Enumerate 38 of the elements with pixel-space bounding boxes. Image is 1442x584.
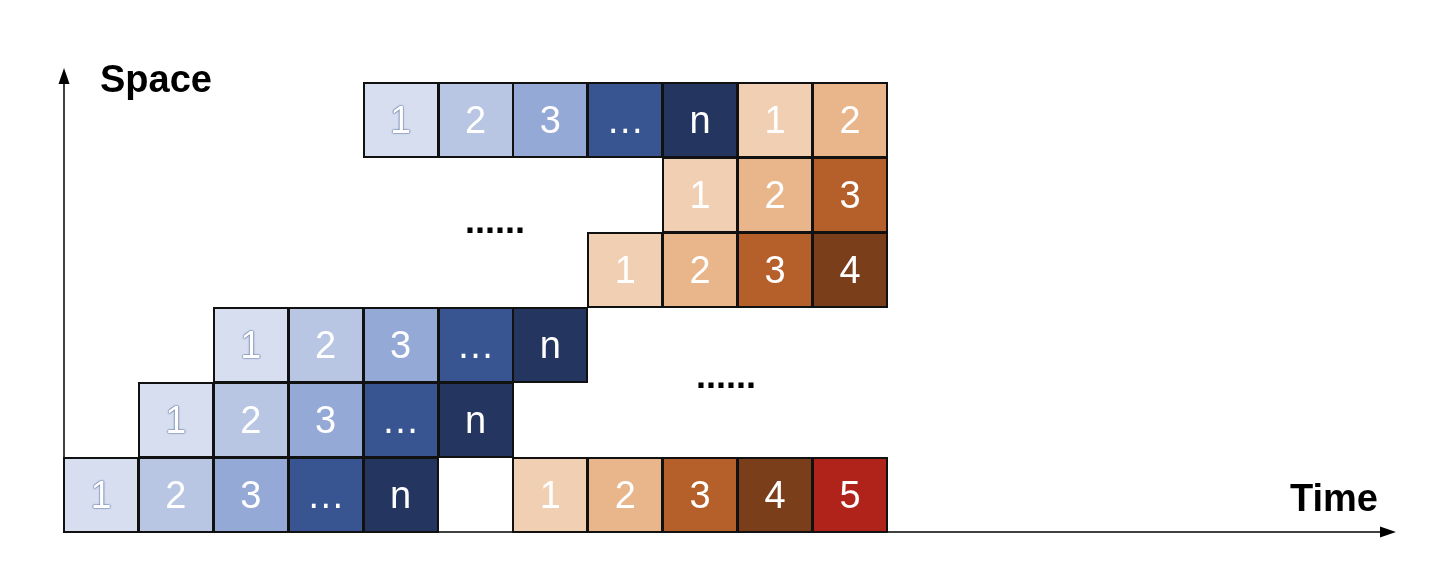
step-tile: 5: [812, 456, 888, 533]
step-tile: 4: [812, 231, 888, 308]
step-tile: 3: [512, 82, 589, 158]
step-tile: 2: [662, 231, 739, 308]
step-tile: 2: [737, 156, 814, 233]
step-tile: 2: [587, 456, 664, 533]
step-tile: 4: [737, 456, 814, 533]
step-tile: …: [437, 306, 514, 383]
step-tile: 1: [212, 306, 289, 383]
step-tile: n: [362, 456, 439, 533]
continuation-dots: ......: [465, 203, 525, 239]
step-tile: 1: [63, 456, 139, 533]
step-tile: 2: [137, 456, 214, 533]
step-tile: …: [362, 381, 439, 458]
step-tile: 2: [212, 381, 289, 458]
step-tile: 1: [362, 82, 439, 158]
step-tile: 3: [737, 231, 814, 308]
step-tile: …: [287, 456, 364, 533]
step-tile: 1: [737, 82, 814, 158]
step-tile: n: [437, 381, 514, 458]
step-tile: 1: [587, 231, 664, 308]
step-tile: 3: [362, 306, 439, 383]
step-tile: 3: [662, 456, 739, 533]
continuation-dots: ......: [696, 358, 756, 394]
step-tile: n: [662, 82, 739, 158]
step-tile: 2: [812, 82, 888, 158]
axis-title: Time: [1290, 479, 1378, 517]
axis-title: Space: [100, 60, 212, 98]
step-tile: 3: [812, 156, 888, 233]
step-tile: …: [587, 82, 664, 158]
step-tile: 2: [287, 306, 364, 383]
step-tile: 3: [212, 456, 289, 533]
step-tile: 1: [137, 381, 214, 458]
step-tile: 3: [287, 381, 364, 458]
step-tile: n: [512, 306, 589, 383]
step-tile: 2: [437, 82, 514, 158]
step-tile: 1: [512, 456, 589, 533]
step-tile: 1: [662, 156, 739, 233]
